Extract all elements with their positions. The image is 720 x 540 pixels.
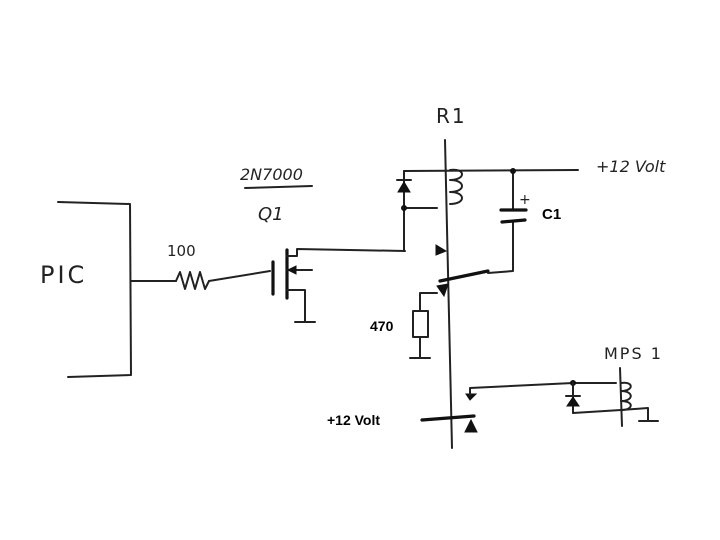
relay-r1-contact-arm [438, 269, 490, 283]
mosfet-source [286, 289, 306, 322]
relay-r1-label: R1 [436, 104, 467, 128]
c1-label: C1 [542, 206, 561, 223]
relay-r1-contact-nc [435, 244, 448, 256]
mosfet-body-arrow [286, 265, 297, 275]
c1-polarity-label: + [519, 192, 531, 208]
relay-mps1: MPS 1 [565, 344, 663, 427]
c1-plate-bottom [500, 218, 527, 224]
relay-r1-coil [449, 168, 463, 205]
pic-outline [57, 201, 132, 378]
mps-bottom-wire [572, 409, 622, 414]
c1-junction-dot [510, 168, 516, 174]
mosfet-drain [286, 248, 406, 257]
mps-ground-wire [620, 407, 649, 421]
mps-mechanical-link [619, 367, 623, 427]
relay-mps-coil [620, 381, 632, 411]
resistor-470: 470 [370, 292, 438, 359]
r470-body [412, 310, 429, 338]
bottom-contact-arm [420, 414, 476, 422]
r470-top-wire [419, 292, 438, 312]
pic-label: PIC [40, 261, 87, 289]
relay-mechanical-link [444, 139, 453, 449]
relay-r1-contact-arrow [436, 283, 449, 298]
capacitor-c1: + C1 [499, 168, 561, 224]
supply-bottom-label: +12 Volt [327, 412, 380, 428]
bottom-contact-arrow [464, 418, 478, 433]
mosfet-ref-label: Q1 [258, 204, 284, 225]
bottom-switch: +12 Volt [327, 382, 574, 433]
flyback-diode-r1 [397, 181, 411, 193]
mosfet-q1: 2N7000 Q1 [240, 165, 406, 323]
r470-label: 470 [370, 318, 394, 334]
resistor-100-label: 100 [167, 242, 196, 260]
mosfet-part-label: 2N7000 [240, 165, 303, 184]
mosfet-label-divider [244, 185, 313, 189]
supply-top-label: +12 Volt [596, 157, 666, 176]
pic-block: PIC [40, 201, 132, 378]
junction-dot [401, 205, 407, 211]
flyback-diode-mps [566, 396, 580, 407]
mps-feed-wire [469, 382, 574, 396]
relay-r1: R1 [396, 104, 579, 449]
resistor-100: 100 [130, 242, 271, 290]
contact-to-c1-wire [487, 221, 514, 274]
relay-mps-label: MPS 1 [604, 344, 663, 363]
top-supply-wire [403, 169, 579, 172]
gate-wire [208, 270, 271, 282]
resistor-100-zigzag [175, 271, 210, 290]
